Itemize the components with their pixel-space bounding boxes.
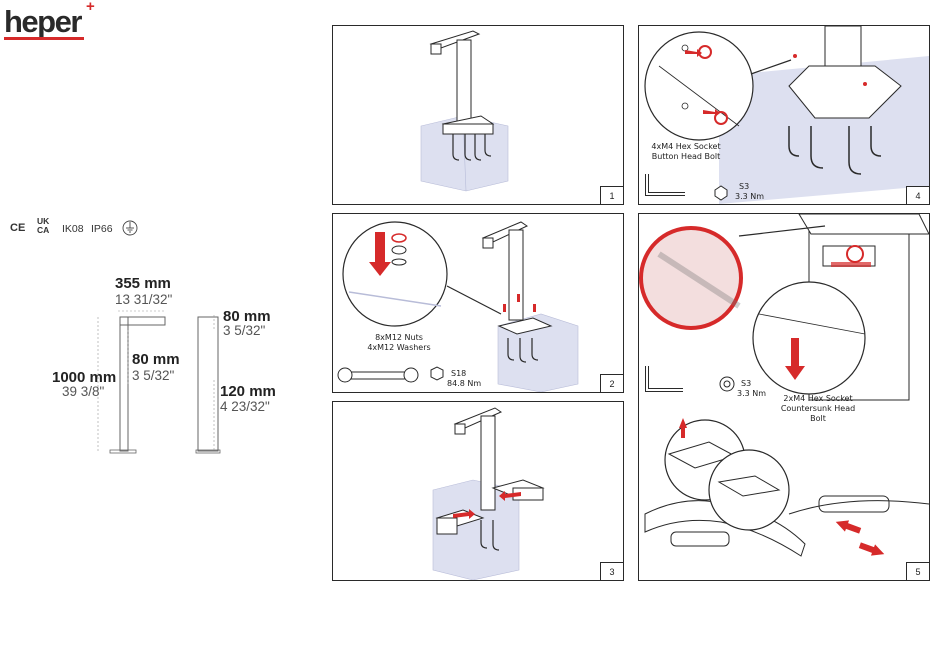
step-3-panel: 3: [332, 401, 624, 581]
dimension-drawing: [0, 0, 330, 655]
arm-mm-label: 80 mm: [132, 351, 180, 368]
step-5-panel: S3 3.3 Nm 2xM4 Hex Socket Countersunk He…: [638, 213, 930, 581]
step-1-panel: 1: [332, 25, 624, 205]
width-in-label: 13 31/32": [115, 292, 172, 307]
step-2-parts-line1: 8xM12 Nuts: [359, 333, 439, 343]
step-5-parts-line1: 2xM4 Hex Socket: [777, 394, 859, 404]
step-1-illustration: [333, 26, 623, 204]
step-5-tool-size: S3: [741, 379, 771, 389]
step-4-panel: 4xM4 Hex Socket Button Head Bolt S3 3.3 …: [638, 25, 930, 205]
step-2-parts-line2: 4xM12 Washers: [359, 343, 439, 353]
step-4-parts-line1: 4xM4 Hex Socket: [645, 142, 727, 152]
step-2-illustration: [333, 214, 623, 392]
height-in-label: 39 3/8": [62, 384, 104, 399]
width-mm-label: 355 mm: [115, 275, 171, 292]
step-5-parts-line2: Countersunk Head: [777, 404, 859, 414]
side-top-in-label: 3 5/32": [223, 323, 265, 338]
step-4-torque: 3.3 Nm: [735, 192, 785, 202]
step-4-parts-line2: Button Head Bolt: [645, 152, 727, 162]
step-3-number: 3: [600, 562, 623, 580]
step-1-number: 1: [600, 186, 623, 204]
step-4-number: 4: [906, 186, 929, 204]
side-depth-mm-label: 120 mm: [220, 383, 276, 400]
step-3-illustration: [333, 402, 623, 580]
step-4-tool-size: S3: [739, 182, 769, 192]
step-2-tool-size: S18: [451, 369, 481, 379]
arm-in-label: 3 5/32": [132, 368, 174, 383]
step-2-panel: 8xM12 Nuts 4xM12 Washers S18 84.8 Nm 2: [332, 213, 624, 393]
step-2-torque: 84.8 Nm: [447, 379, 497, 389]
step-2-number: 2: [600, 374, 623, 392]
step-5-parts-line3: Bolt: [777, 414, 859, 424]
step-5-number: 5: [906, 562, 929, 580]
side-depth-in-label: 4 23/32": [220, 399, 270, 414]
step-4-illustration: [639, 26, 929, 204]
